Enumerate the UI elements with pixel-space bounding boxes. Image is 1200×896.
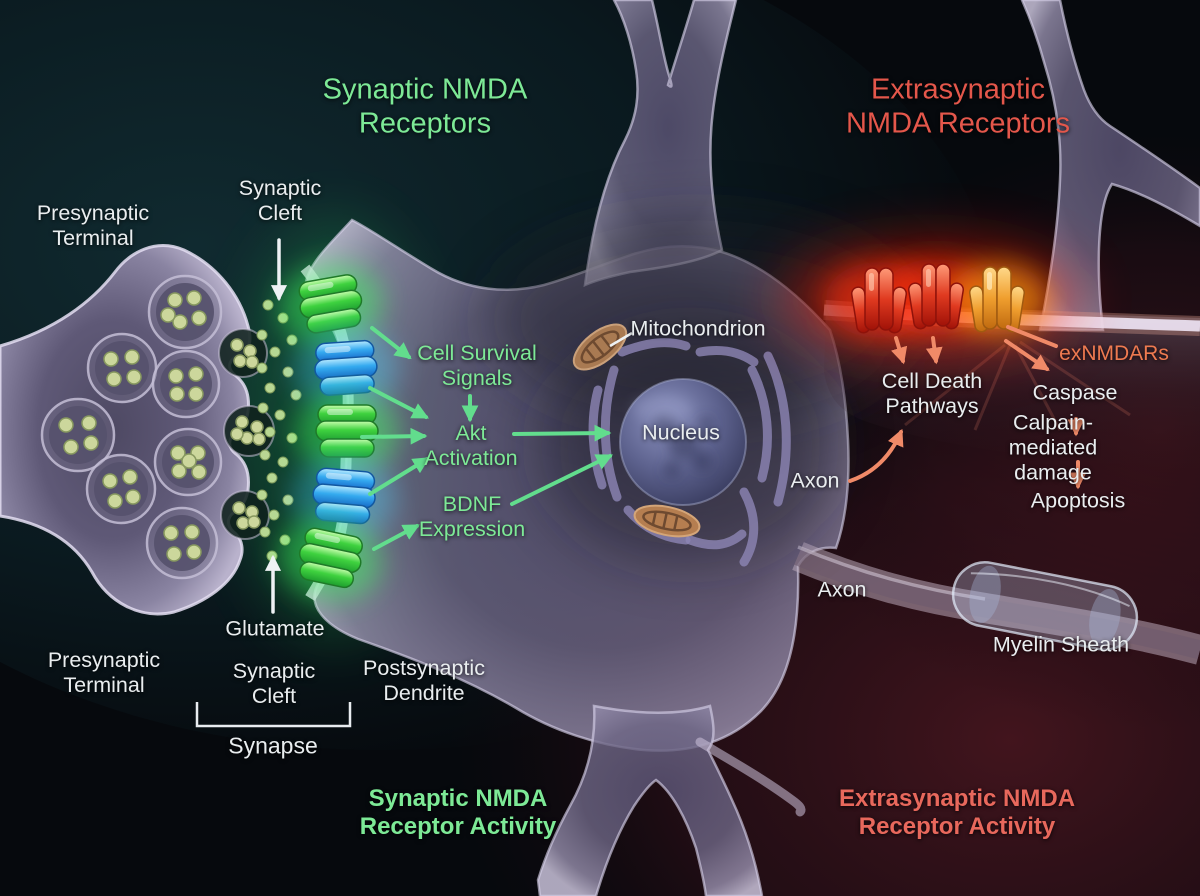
myelin-sheath bbox=[951, 561, 1139, 651]
arrow-red-receptor-to-cell-death bbox=[891, 336, 908, 365]
receptor-green-1 bbox=[279, 262, 383, 348]
arrow-red-receptor-to-cell-death bbox=[925, 336, 943, 365]
vesicle bbox=[147, 274, 223, 350]
arrow-axon-to-cell-death bbox=[848, 428, 904, 483]
arrow-receptor-to-akt bbox=[368, 457, 430, 496]
lower-axon bbox=[792, 542, 1200, 665]
arrow-receptor-to-bdnf bbox=[372, 524, 420, 551]
vesicle-release-sites bbox=[218, 328, 275, 540]
organelles bbox=[540, 323, 840, 567]
receptor-orange bbox=[969, 266, 1025, 333]
presynaptic-terminal bbox=[0, 244, 275, 616]
vesicle bbox=[85, 453, 157, 525]
vesicle bbox=[86, 332, 158, 404]
extrasynaptic-nmda-receptors bbox=[780, 240, 1080, 360]
axon-tube-inner bbox=[794, 547, 1200, 660]
vesicle bbox=[145, 506, 219, 580]
mitochondrion-lower bbox=[633, 504, 701, 538]
mitochondrion-upper bbox=[572, 323, 628, 371]
vesicle bbox=[151, 349, 221, 419]
synaptic-vesicles bbox=[40, 274, 223, 580]
arrow-receptor-to-caspase bbox=[1004, 339, 1050, 371]
nucleus bbox=[619, 378, 747, 506]
arrow-bdnf-to-nucleus bbox=[510, 454, 614, 506]
release-site bbox=[220, 490, 270, 540]
axon-highlight bbox=[797, 545, 986, 601]
vesicle bbox=[40, 397, 116, 473]
pointer-line-mitochondrion bbox=[609, 331, 633, 348]
upper-right-dendrite-branch bbox=[1020, 0, 1200, 332]
glutamate-molecules bbox=[256, 299, 302, 562]
dendrite-spur bbox=[695, 737, 806, 817]
release-site bbox=[223, 405, 275, 457]
membrane-streaks bbox=[904, 340, 1131, 431]
receptor-green-3 bbox=[278, 516, 382, 602]
receptor-red-1 bbox=[851, 267, 907, 334]
arrow-receptor-to-akt bbox=[368, 386, 429, 419]
synaptic-nmda-receptors bbox=[278, 262, 399, 602]
receptor-green-2 bbox=[295, 390, 399, 474]
arrows bbox=[195, 238, 1087, 728]
arrow-akt-to-nucleus bbox=[512, 424, 612, 442]
synapse-bracket bbox=[195, 702, 352, 728]
lower-dendrite-branch bbox=[536, 704, 764, 896]
vesicle bbox=[153, 427, 223, 497]
receptor-red-2 bbox=[908, 263, 964, 330]
pointer-line-exnmdars bbox=[1006, 325, 1058, 348]
release-site bbox=[218, 328, 268, 378]
arrow-receptor-to-akt bbox=[360, 427, 428, 445]
arrow-receptor-to-cell-survival bbox=[370, 326, 412, 360]
